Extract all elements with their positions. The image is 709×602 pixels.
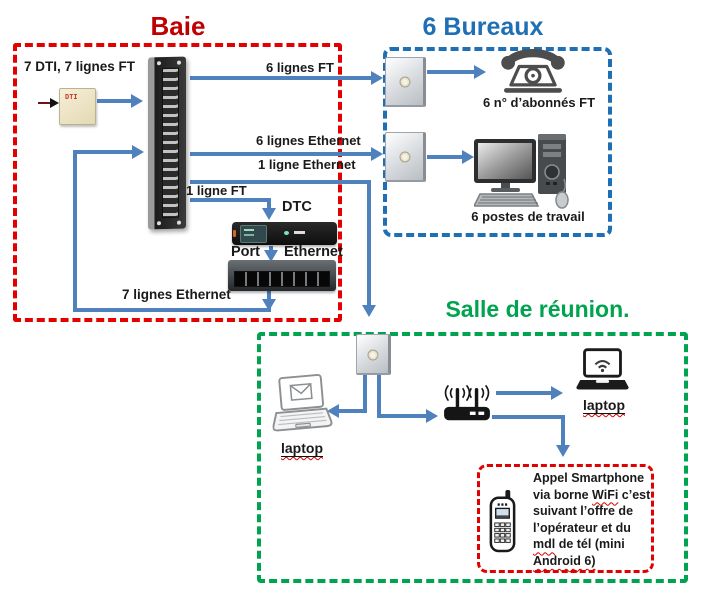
dti-input-line	[38, 102, 52, 104]
label-1-ligne-ethernet: 1 ligne Ethernet	[258, 157, 356, 172]
line-1-ligne-ethernet-h	[190, 180, 371, 184]
outlet-to-router-line-h	[381, 414, 427, 418]
dti-box-icon: DTI	[59, 88, 96, 125]
cellphone-icon	[489, 490, 516, 553]
label-1-ligne-ft: 1 ligne FT	[186, 183, 247, 198]
dti-to-panel-arrow	[131, 94, 143, 108]
wall-outlet-icon-phone	[385, 57, 426, 107]
arrow-1-ligne-ft	[262, 208, 276, 220]
outlet-to-laptop-line-v	[363, 366, 367, 413]
wall-outlet-icon-pc	[385, 132, 426, 182]
note-mdl-word: mdl	[533, 537, 556, 552]
baie-title: Baie	[150, 11, 206, 41]
laptop-left-label: laptop	[270, 440, 334, 456]
label-6-lignes-ft: 6 lignes FT	[266, 60, 334, 75]
feedback-arrow-into-panel	[132, 145, 144, 159]
router-to-smartphone-line-h	[492, 415, 565, 419]
note-line-1: Appel Smartphone	[533, 471, 645, 485]
laptop-left-label-text: laptop	[281, 440, 323, 456]
patch-panel-icon	[148, 56, 186, 230]
pc-caption: 6 postes de travail	[471, 209, 585, 224]
router-to-laptop-line	[496, 391, 552, 395]
outlet-to-pc-arrow	[462, 150, 474, 164]
note-line-3: suivant l’offre de	[533, 504, 634, 519]
switch-ports	[234, 271, 330, 287]
laptop-wifi-icon	[576, 348, 629, 390]
note-line-5: mdl de tél (mini	[533, 537, 625, 552]
router-to-smartphone-line-v	[561, 415, 565, 447]
smartphone-note: Appel Smartphone via borne WiFi c’est su…	[533, 470, 655, 570]
laptop-mail-icon	[272, 373, 333, 432]
router-to-smartphone-arrow	[556, 445, 570, 457]
feedback-line-h	[73, 308, 271, 312]
wifi-router-icon	[444, 384, 490, 421]
dtc-label: DTC	[282, 199, 312, 215]
note-line-4: l’opérateur et du	[533, 520, 631, 535]
switch-down-line	[267, 291, 271, 301]
phone-caption: 6 n° d’abonnés FT	[482, 95, 596, 110]
label-6-lignes-ethernet: 6 lignes Ethernet	[256, 133, 361, 148]
port-ethernet-arrow	[264, 250, 278, 262]
patch-panel-ports	[162, 67, 179, 219]
laptop-right-label-text: laptop	[583, 397, 625, 413]
desktop-computer-icon	[474, 134, 569, 209]
outlet-to-laptop-arrow	[327, 404, 339, 418]
outlet-to-phone-line	[427, 70, 475, 74]
dti-box-label: DTI	[65, 93, 78, 101]
note-line-6: Android 6)	[533, 553, 655, 570]
label-7-lignes-ethernet: 7 lignes Ethernet	[122, 287, 231, 302]
dtc-modem-icon	[232, 222, 337, 245]
salle-reunion-zone-box	[257, 332, 688, 583]
outlet-to-router-line-v	[377, 366, 381, 418]
outlet-to-router-arrow	[426, 409, 438, 423]
ethernet-switch-icon	[228, 260, 336, 291]
line-6-lignes-ft	[190, 76, 372, 80]
laptop-right-label: laptop	[579, 397, 629, 413]
salle-title: Salle de réunion.	[445, 296, 630, 322]
dtc-screen	[240, 225, 267, 243]
wall-outlet-icon-salle	[356, 334, 391, 375]
dtc-display-dash	[294, 231, 305, 234]
dtc-light	[284, 231, 289, 235]
router-to-laptop-arrow	[551, 386, 563, 400]
ethernet-label: Ethernet	[284, 244, 343, 260]
outlet-to-pc-line	[427, 155, 463, 159]
arrow-1-ligne-ethernet	[362, 305, 376, 317]
bureaux-title: 6 Bureaux	[422, 13, 544, 41]
note-wifi-word: WiFi	[592, 487, 619, 502]
port-label: Port	[231, 244, 260, 260]
note-line-2: via borne WiFi c’est	[533, 487, 651, 502]
line-1-ligne-ethernet-v	[367, 180, 371, 307]
arrow-6-lignes-ethernet	[371, 147, 383, 161]
outlet-to-phone-arrow	[474, 65, 486, 79]
dti-input-arrow	[50, 98, 59, 108]
telephone-icon	[501, 49, 565, 93]
dti-caption: 7 DTI, 7 lignes FT	[24, 59, 136, 74]
line-1-ligne-ft-h	[190, 198, 271, 202]
dtc-led	[233, 230, 236, 237]
dti-to-panel-line	[97, 99, 133, 103]
line-1-ligne-ft-v	[267, 198, 271, 209]
outlet-to-laptop-line-h	[339, 409, 367, 413]
port-ethernet-line	[269, 246, 273, 252]
feedback-line-into-panel	[77, 150, 133, 154]
smartphone-note-box	[477, 464, 654, 573]
feedback-line-v	[73, 150, 77, 312]
arrow-6-lignes-ft	[371, 71, 383, 85]
line-6-lignes-ethernet	[190, 152, 372, 156]
note-android-word: Android 6)	[533, 553, 596, 568]
